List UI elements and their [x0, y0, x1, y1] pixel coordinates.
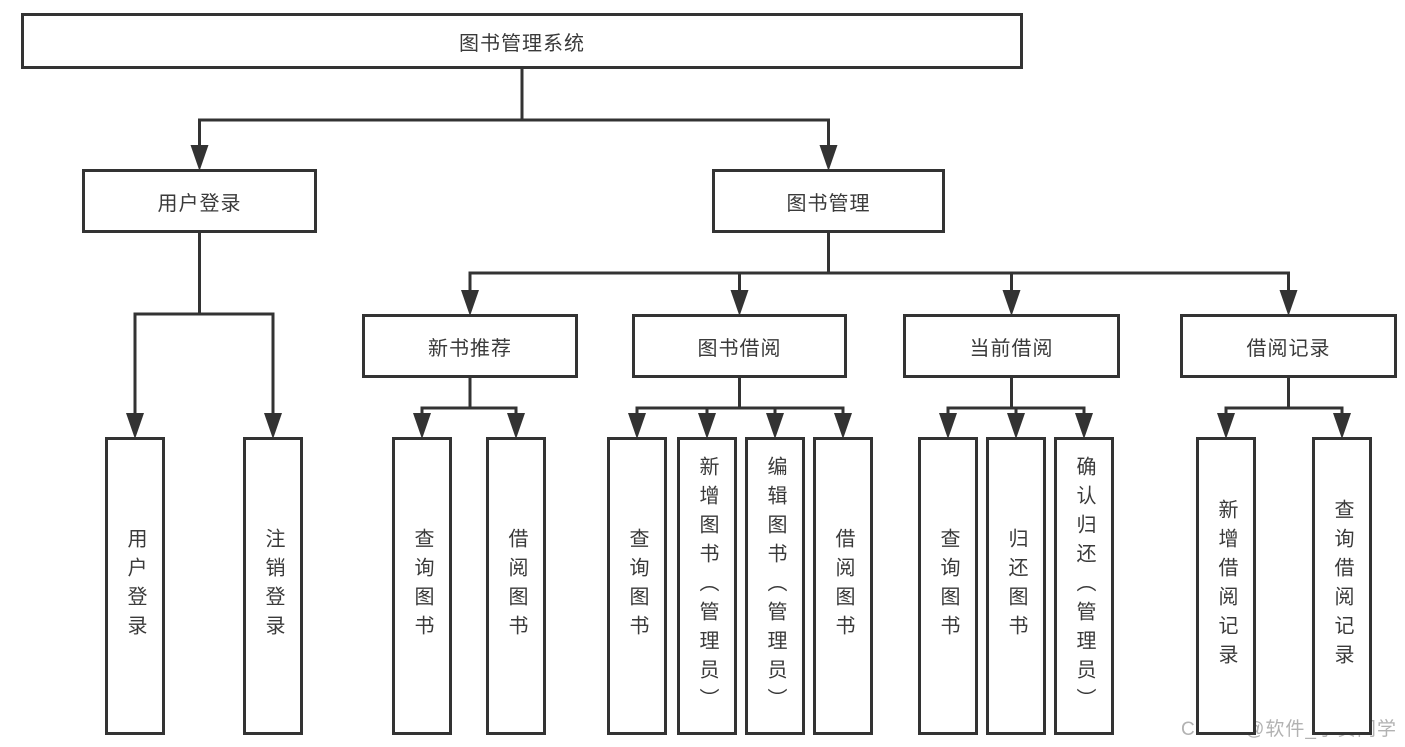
- node-label-leaf-logout: 注销登录: [262, 528, 284, 644]
- node-label-leaf-borrow-books-1: 借阅图书: [505, 528, 527, 644]
- arrowhead-icon: [1333, 413, 1351, 439]
- arrowhead-icon: [413, 413, 431, 439]
- node-label-leaf-borrow-books-2: 借阅图书: [832, 528, 854, 644]
- node-label-leaf-user-login: 用户登录: [124, 528, 146, 644]
- node-label-book-borrow: 图书借阅: [697, 337, 782, 360]
- node-label-leaf-return-book: 归还图书: [1005, 528, 1027, 644]
- arrowhead-icon: [1075, 413, 1093, 439]
- arrowhead-icon: [1217, 413, 1235, 439]
- node-leaf-confirm-return: 确认归还（管理员）: [1054, 437, 1114, 735]
- node-label-book-mgmt: 图书管理: [786, 192, 871, 215]
- node-leaf-query-books-3: 查询图书: [918, 437, 978, 735]
- node-label-new-book: 新书推荐: [428, 337, 512, 360]
- node-leaf-logout: 注销登录: [243, 437, 303, 735]
- arrowhead-icon: [730, 290, 749, 316]
- arrowhead-icon: [461, 290, 479, 316]
- arrowhead-icon: [1279, 290, 1298, 316]
- node-label-root: 图书管理系统: [459, 32, 585, 55]
- node-leaf-add-book: 新增图书（管理员）: [677, 437, 737, 735]
- node-leaf-query-record: 查询借阅记录: [1312, 437, 1372, 735]
- node-label-leaf-confirm-return: 确认归还（管理员）: [1073, 455, 1095, 717]
- arrowhead-icon: [766, 413, 784, 439]
- arrowhead-icon: [190, 145, 209, 171]
- arrowhead-icon: [819, 145, 838, 171]
- arrowhead-icon: [264, 413, 282, 439]
- node-current-borrow: 当前借阅: [903, 314, 1120, 378]
- node-borrow-records: 借阅记录: [1180, 314, 1397, 378]
- node-label-current-borrow: 当前借阅: [969, 337, 1054, 360]
- node-leaf-return-book: 归还图书: [986, 437, 1046, 735]
- arrowhead-icon: [939, 413, 957, 439]
- node-leaf-query-books-2: 查询图书: [607, 437, 667, 735]
- node-leaf-borrow-books-1: 借阅图书: [486, 437, 546, 735]
- node-user-login: 用户登录: [82, 169, 317, 233]
- arrowhead-icon: [1002, 290, 1021, 316]
- node-label-leaf-add-record: 新增借阅记录: [1215, 499, 1237, 673]
- node-leaf-edit-book: 编辑图书（管理员）: [745, 437, 805, 735]
- node-leaf-add-record: 新增借阅记录: [1196, 437, 1256, 735]
- node-leaf-user-login: 用户登录: [105, 437, 165, 735]
- node-label-leaf-query-books-3: 查询图书: [937, 528, 959, 644]
- node-label-leaf-query-books-2: 查询图书: [626, 528, 648, 644]
- arrowhead-icon: [834, 413, 852, 439]
- arrowhead-icon: [1007, 413, 1025, 439]
- node-leaf-query-books-1: 查询图书: [392, 437, 452, 735]
- node-book-mgmt: 图书管理: [712, 169, 945, 233]
- node-label-user-login: 用户登录: [157, 192, 242, 215]
- node-label-leaf-query-record: 查询借阅记录: [1331, 499, 1353, 673]
- node-root: 图书管理系统: [21, 13, 1023, 69]
- node-leaf-borrow-books-2: 借阅图书: [813, 437, 873, 735]
- arrowhead-icon: [628, 413, 646, 439]
- node-book-borrow: 图书借阅: [632, 314, 847, 378]
- arrowhead-icon: [698, 413, 716, 439]
- arrowhead-icon: [126, 413, 144, 439]
- arrowhead-icon: [507, 413, 525, 439]
- node-label-leaf-add-book: 新增图书（管理员）: [696, 455, 718, 717]
- node-new-book: 新书推荐: [362, 314, 578, 378]
- node-label-leaf-edit-book: 编辑图书（管理员）: [764, 455, 786, 717]
- node-label-leaf-query-books-1: 查询图书: [411, 528, 433, 644]
- node-label-borrow-records: 借阅记录: [1246, 337, 1331, 360]
